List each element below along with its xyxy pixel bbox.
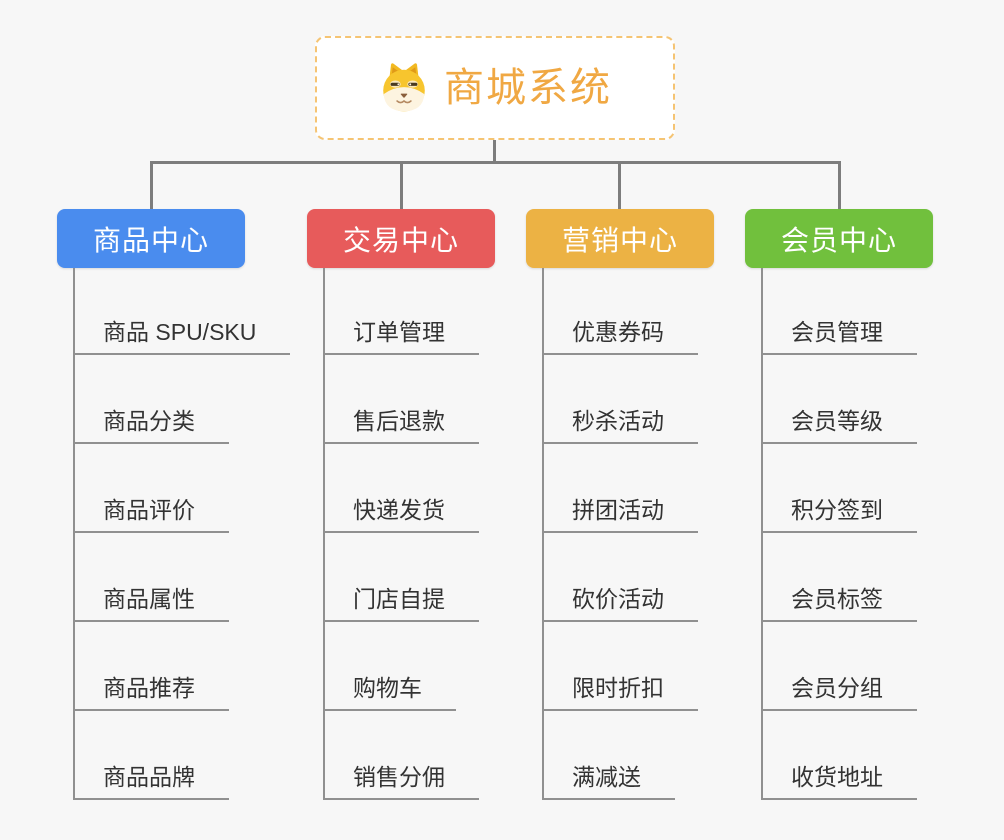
- topic-item[interactable]: 商品评价: [73, 495, 229, 533]
- topic-item[interactable]: 商品推荐: [73, 673, 229, 711]
- connector-drop-marketing: [618, 161, 621, 210]
- topic-item[interactable]: 会员等级: [761, 406, 917, 444]
- branch-member-center[interactable]: 会员中心: [745, 209, 933, 268]
- topic-item[interactable]: 优惠券码: [542, 317, 698, 355]
- topic-item[interactable]: 积分签到: [761, 495, 917, 533]
- topic-item[interactable]: 快递发货: [323, 495, 479, 533]
- topic-item[interactable]: 会员标签: [761, 584, 917, 622]
- connector-drop-trade: [400, 161, 403, 210]
- branch-trade-center[interactable]: 交易中心: [307, 209, 495, 268]
- connector-horizontal: [150, 161, 841, 164]
- connector-drop-member: [838, 161, 841, 210]
- topic-item[interactable]: 限时折扣: [542, 673, 698, 711]
- topic-item[interactable]: 拼团活动: [542, 495, 698, 533]
- topic-item[interactable]: 销售分佣: [323, 762, 479, 800]
- topic-item[interactable]: 购物车: [323, 673, 456, 711]
- spine-trade-center: [323, 268, 325, 800]
- connector-drop-product: [150, 161, 153, 210]
- topic-item[interactable]: 商品分类: [73, 406, 229, 444]
- root-topic-node[interactable]: 商城系统: [315, 36, 675, 140]
- branch-marketing-center[interactable]: 营销中心: [526, 209, 714, 268]
- spine-product-center: [73, 268, 75, 800]
- dog-face-icon: [383, 63, 425, 112]
- topic-item[interactable]: 商品品牌: [73, 762, 229, 800]
- topic-item[interactable]: 商品属性: [73, 584, 229, 622]
- topic-item[interactable]: 门店自提: [323, 584, 479, 622]
- spine-marketing-center: [542, 268, 544, 800]
- topic-item[interactable]: 秒杀活动: [542, 406, 698, 444]
- topic-item[interactable]: 订单管理: [323, 317, 479, 355]
- topic-item[interactable]: 砍价活动: [542, 584, 698, 622]
- connector-root-stub: [493, 140, 496, 164]
- topic-item[interactable]: 收货地址: [761, 762, 917, 800]
- topic-item[interactable]: 会员分组: [761, 673, 917, 711]
- topic-item[interactable]: 商品 SPU/SKU: [73, 317, 291, 355]
- root-topic-title: 商城系统: [444, 66, 612, 110]
- spine-member-center: [761, 268, 763, 800]
- topic-item[interactable]: 售后退款: [323, 406, 479, 444]
- topic-item[interactable]: 会员管理: [761, 317, 917, 355]
- branch-product-center[interactable]: 商品中心: [57, 209, 245, 268]
- topic-item[interactable]: 满减送: [542, 762, 675, 800]
